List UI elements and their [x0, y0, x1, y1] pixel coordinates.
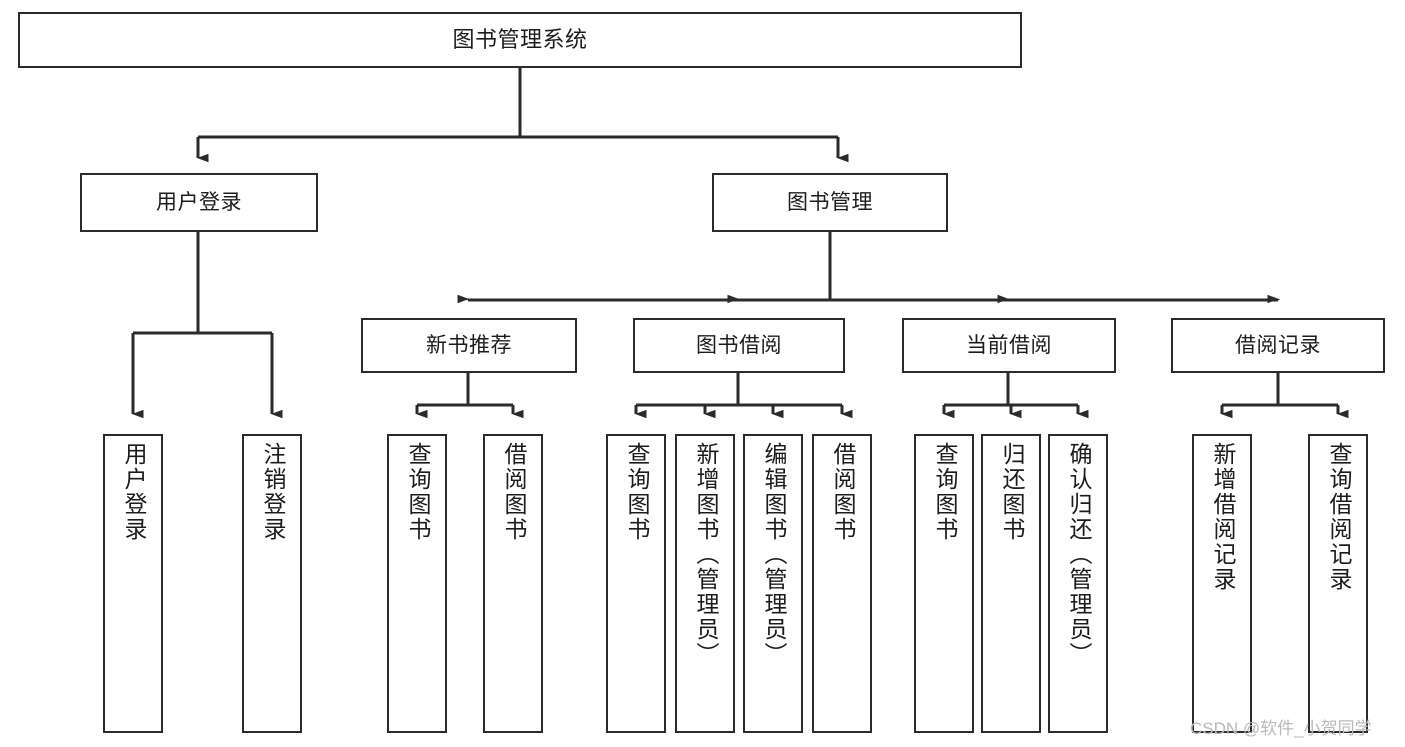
- node-label: 确认归还（管理员）: [1065, 442, 1092, 667]
- leaf-query-book-current[interactable]: 查询图书: [914, 434, 974, 733]
- leaf-add-borrow-record[interactable]: 新增借阅记录: [1192, 434, 1252, 733]
- leaf-query-borrow-record[interactable]: 查询借阅记录: [1308, 434, 1368, 733]
- node-label: 新增借阅记录: [1209, 442, 1236, 592]
- leaf-add-book-admin[interactable]: 新增图书（管理员）: [675, 434, 735, 733]
- leaf-borrow-book[interactable]: 借阅图书: [812, 434, 872, 733]
- node-label: 当前借阅: [966, 333, 1052, 357]
- node-label: 注销登录: [259, 442, 286, 542]
- node-label: 借阅图书: [500, 442, 527, 542]
- node-label: 借阅记录: [1235, 333, 1321, 357]
- leaf-user-login[interactable]: 用户登录: [103, 434, 163, 733]
- node-label: 查询图书: [404, 442, 431, 542]
- node-label: 新增图书（管理员）: [692, 442, 719, 667]
- leaf-logout-login[interactable]: 注销登录: [242, 434, 302, 733]
- node-root-system[interactable]: 图书管理系统: [18, 12, 1022, 68]
- leaf-return-book[interactable]: 归还图书: [981, 434, 1041, 733]
- leaf-query-book-borrow[interactable]: 查询图书: [606, 434, 666, 733]
- node-label: 编辑图书（管理员）: [760, 442, 787, 667]
- node-label: 新书推荐: [426, 333, 512, 357]
- node-book-borrow[interactable]: 图书借阅: [633, 318, 845, 373]
- leaf-edit-book-admin[interactable]: 编辑图书（管理员）: [743, 434, 803, 733]
- node-label: 借阅图书: [829, 442, 856, 542]
- node-label: 归还图书: [998, 442, 1025, 542]
- node-label: 图书管理系统: [452, 26, 588, 52]
- node-label: 用户登录: [156, 190, 242, 214]
- node-label: 查询图书: [931, 442, 958, 542]
- node-label: 图书管理: [787, 190, 873, 214]
- leaf-borrow-book-newbook[interactable]: 借阅图书: [483, 434, 543, 733]
- node-label: 查询图书: [623, 442, 650, 542]
- node-current-borrow[interactable]: 当前借阅: [902, 318, 1116, 373]
- node-book-management[interactable]: 图书管理: [712, 173, 948, 232]
- leaf-confirm-return-admin[interactable]: 确认归还（管理员）: [1048, 434, 1108, 733]
- node-new-book-recommend[interactable]: 新书推荐: [361, 318, 577, 373]
- leaf-query-book-newbook[interactable]: 查询图书: [387, 434, 447, 733]
- node-label: 用户登录: [120, 442, 147, 542]
- node-borrow-record[interactable]: 借阅记录: [1171, 318, 1385, 373]
- node-label: 查询借阅记录: [1325, 442, 1352, 592]
- csdn-watermark: CSDN @软件_小贺同学: [1190, 719, 1372, 738]
- node-label: 图书借阅: [696, 333, 782, 357]
- node-user-login[interactable]: 用户登录: [80, 173, 318, 232]
